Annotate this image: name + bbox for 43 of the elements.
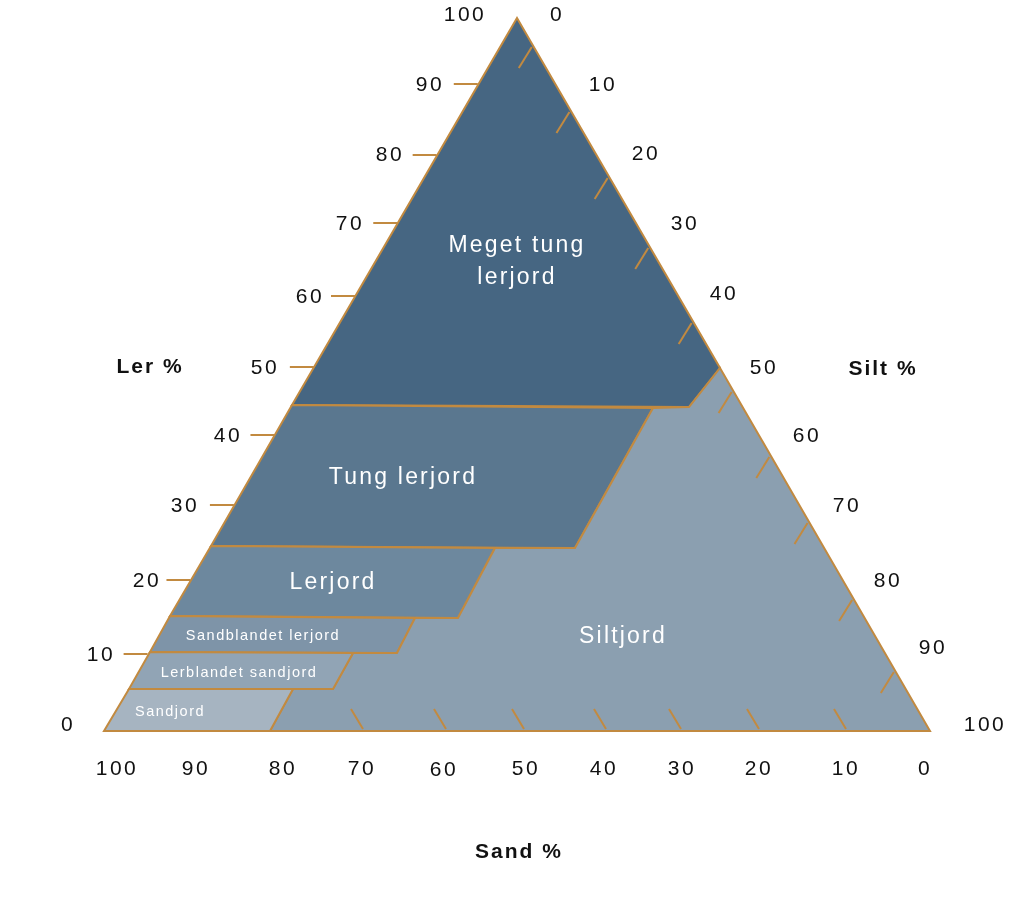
axis-value: 20 bbox=[132, 568, 162, 592]
axis-value: 10 bbox=[86, 642, 116, 666]
axis-value: 70 bbox=[335, 211, 365, 235]
axis-value: 20 bbox=[744, 756, 774, 780]
axis-value: 30 bbox=[170, 493, 200, 517]
axis-value: 50 bbox=[749, 355, 779, 379]
axis-value: 80 bbox=[873, 568, 903, 592]
axis-value: 80 bbox=[375, 142, 405, 166]
axis-title: Silt % bbox=[848, 356, 918, 380]
axis-value: 60 bbox=[295, 284, 325, 308]
axis-value: 70 bbox=[347, 756, 377, 780]
axis-value: 70 bbox=[832, 493, 862, 517]
axis-title: Sand % bbox=[475, 839, 563, 863]
soil-class-label: Meget tung lerjord bbox=[447, 229, 587, 291]
axis-value: 90 bbox=[918, 635, 948, 659]
soil-class-label: Sandjord bbox=[135, 701, 205, 721]
soil-class-label: Siltjord bbox=[579, 620, 667, 650]
axis-value: 20 bbox=[631, 141, 661, 165]
axis-value: 0 bbox=[549, 2, 565, 26]
axis-value: 40 bbox=[213, 423, 243, 447]
axis-value: 50 bbox=[511, 756, 541, 780]
axis-value: 40 bbox=[589, 756, 619, 780]
axis-value: 10 bbox=[831, 756, 861, 780]
axis-value: 0 bbox=[60, 712, 76, 736]
axis-value: 0 bbox=[917, 756, 933, 780]
soil-class-label: Lerjord bbox=[289, 566, 377, 596]
soil-class-label: Lerblandet sandjord bbox=[160, 662, 318, 682]
axis-value: 60 bbox=[792, 423, 822, 447]
axis-value: 40 bbox=[709, 281, 739, 305]
axis-value: 80 bbox=[268, 756, 298, 780]
axis-value: 90 bbox=[415, 72, 445, 96]
soil-class-label: Tung lerjord bbox=[328, 461, 478, 491]
axis-value: 30 bbox=[667, 756, 697, 780]
soil-class-label: Sandblandet lerjord bbox=[185, 625, 341, 645]
axis-value: 50 bbox=[250, 355, 280, 379]
axis-value: 100 bbox=[963, 712, 1007, 736]
axis-value: 90 bbox=[181, 756, 211, 780]
axis-value: 30 bbox=[670, 211, 700, 235]
axis-value: 100 bbox=[443, 2, 487, 26]
axis-value: 100 bbox=[95, 756, 139, 780]
axis-value: 10 bbox=[588, 72, 618, 96]
axis-value: 60 bbox=[429, 757, 459, 781]
axis-title: Ler % bbox=[116, 354, 184, 378]
